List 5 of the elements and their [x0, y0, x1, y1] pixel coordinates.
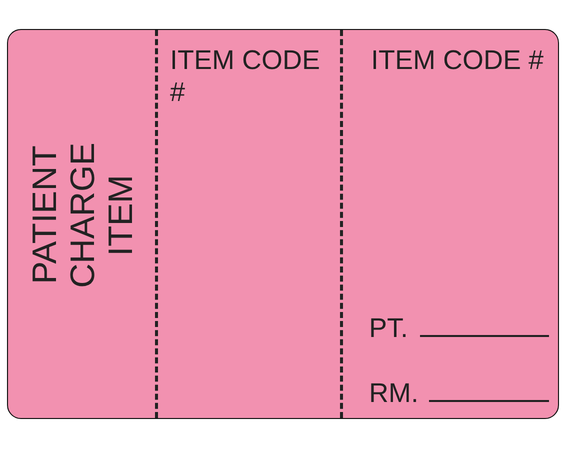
field-label: RM. — [369, 378, 418, 409]
field-label: PT. — [369, 313, 408, 344]
panel-heading: PATIENT CHARGE ITEM — [26, 141, 141, 290]
panel-heading: ITEM CODE # — [170, 44, 322, 108]
panel-heading: ITEM CODE # — [371, 44, 545, 76]
